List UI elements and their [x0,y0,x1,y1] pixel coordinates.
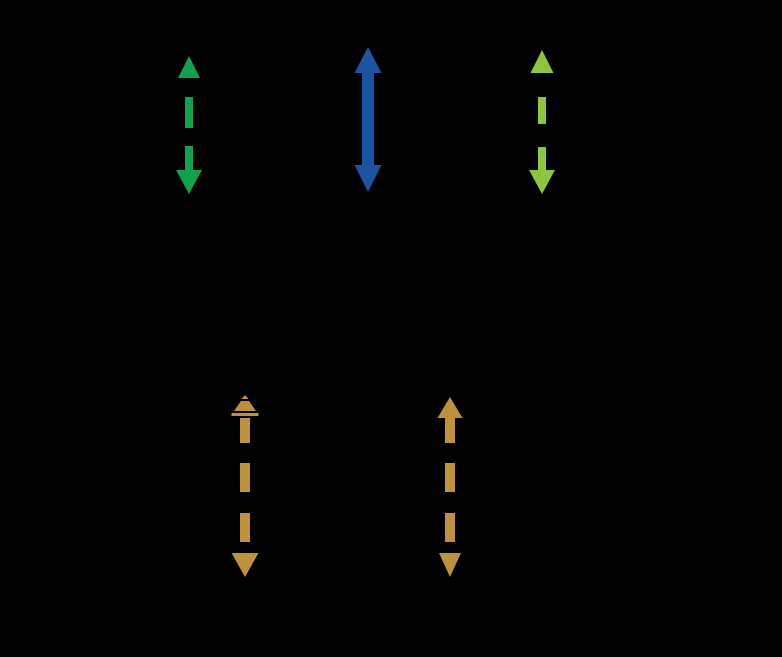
arrow-shaft-dash [231,413,259,416]
arrow-shaft-dash [445,513,455,542]
tan-dashed-double-arrow-right [437,397,463,577]
arrowhead-down [231,553,259,577]
arrow-shaft-dash [240,463,250,492]
arrow-shaft-dash [362,71,374,167]
arrow-shaft-dash [240,513,250,542]
arrowhead-down [176,170,202,194]
arrowhead-up [178,56,200,78]
arrow-shaft-dash [538,97,546,124]
arrowhead-fragment [234,401,256,411]
arrowhead-up [354,47,382,73]
arrowhead-up [530,50,554,73]
dark-green-dashed-double-arrow [176,56,202,194]
arrowhead-down [439,553,461,577]
arrow-shaft-dash [185,97,193,128]
arrowhead-down [529,170,555,194]
arrowhead-down [354,165,382,192]
arrow-shaft-dash [538,147,546,172]
tan-dashed-double-arrow-left [231,395,259,577]
arrow-shaft-dash [445,418,455,443]
light-green-dashed-double-arrow [529,50,555,194]
arrowhead-up [241,395,249,399]
blue-solid-double-arrow [354,47,382,192]
arrowhead-up [437,397,463,418]
arrow-shaft-dash [185,146,193,172]
arrow-shaft-dash [240,418,250,443]
arrow-shaft-dash [445,463,455,492]
